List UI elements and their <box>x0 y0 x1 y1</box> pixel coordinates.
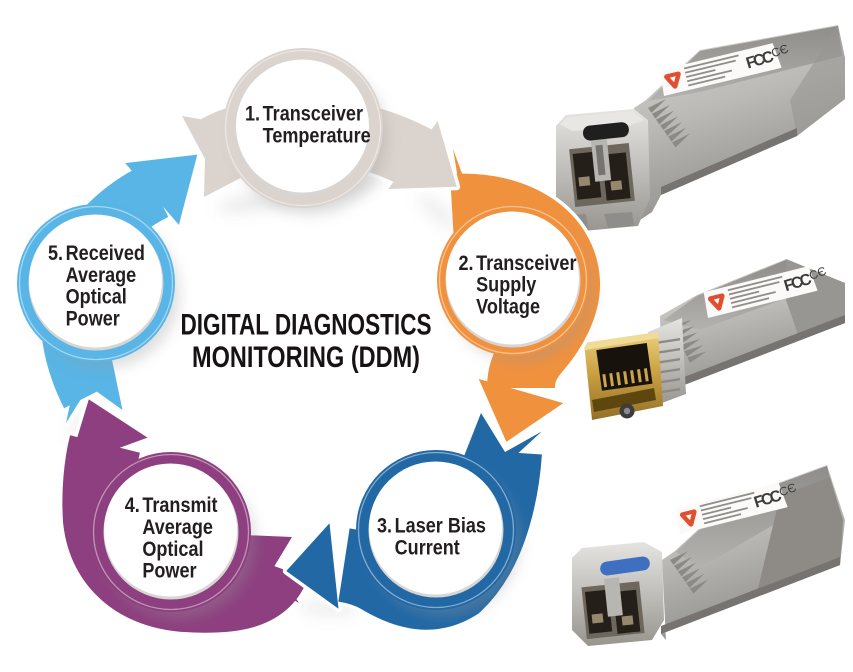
svg-text:Current: Current <box>395 536 461 560</box>
svg-text:5.: 5. <box>48 242 63 266</box>
svg-text:Supply: Supply <box>476 273 536 297</box>
svg-text:Optical: Optical <box>66 285 127 309</box>
svg-text:DIGITAL DIAGNOSTICS: DIGITAL DIAGNOSTICS <box>180 308 431 342</box>
svg-text:Average: Average <box>142 516 213 540</box>
svg-text:CЄ: CЄ <box>769 41 790 60</box>
svg-text:Transceiver: Transceiver <box>263 102 364 126</box>
svg-text:Optical: Optical <box>142 537 203 561</box>
svg-text:1.: 1. <box>245 102 260 126</box>
svg-text:CЄ: CЄ <box>777 480 798 499</box>
svg-text:Average: Average <box>66 263 137 287</box>
svg-text:4.: 4. <box>125 494 140 518</box>
svg-text:2.: 2. <box>459 251 474 275</box>
svg-text:Transceiver: Transceiver <box>476 251 577 275</box>
svg-text:3.: 3. <box>377 514 392 538</box>
svg-text:Laser Bias: Laser Bias <box>395 514 486 538</box>
svg-text:MONITORING (DDM): MONITORING (DDM) <box>192 340 420 373</box>
svg-text:Received: Received <box>66 242 145 266</box>
svg-text:Transmit: Transmit <box>142 494 218 518</box>
svg-text:CЄ: CЄ <box>807 264 828 283</box>
svg-text:Temperature: Temperature <box>263 124 371 148</box>
svg-text:Voltage: Voltage <box>476 295 540 319</box>
svg-text:Power: Power <box>66 307 120 331</box>
svg-text:Power: Power <box>142 559 196 583</box>
